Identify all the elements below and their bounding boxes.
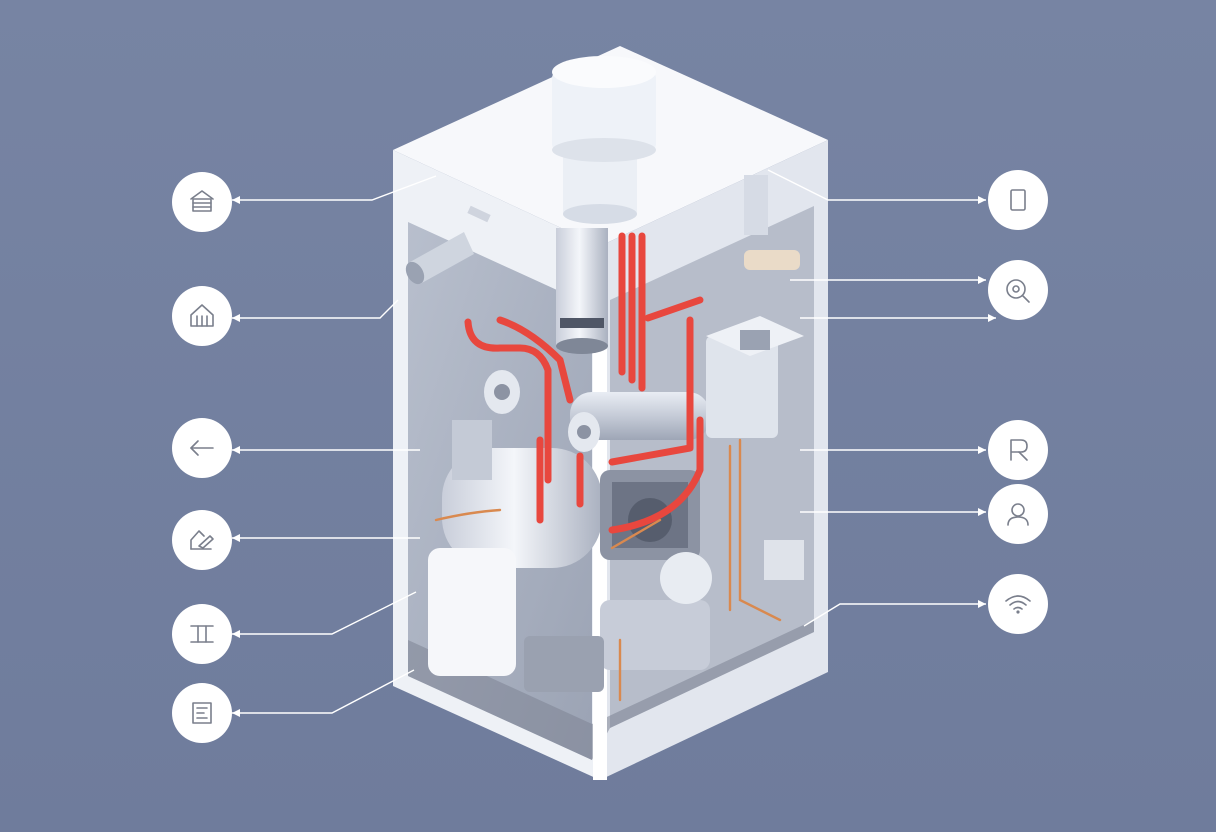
callout-arrowhead-left-1 [232,196,240,204]
wall-bracket [764,540,804,580]
left-callout-lines [232,175,437,717]
badge-radiator-house[interactable] [172,286,232,346]
pillar-icon [190,625,214,643]
callout-arrowhead-right-4 [978,508,986,516]
house-grid-icon [190,190,214,212]
pump-unit [524,552,712,692]
letter-r-icon [1010,439,1028,461]
callout-arrowhead-right-5 [978,600,986,608]
copper-lines [434,438,782,702]
badge-panel-display[interactable] [172,683,232,743]
panel-display-icon [192,702,212,724]
search-target-icon [1006,279,1030,303]
exhaust-pipe [405,232,474,285]
callout-arrowhead-left-2 [232,314,240,322]
callout-line-left-5 [232,591,417,635]
badge-user[interactable] [988,484,1048,544]
hot-water-pipes [464,232,704,534]
badge-wifi[interactable] [988,574,1048,634]
badge-house-grid[interactable] [172,172,232,232]
tablet-icon [1010,189,1026,211]
badge-arrow-left[interactable] [172,418,232,478]
burner-column [556,228,608,354]
front-control-panel [428,548,516,676]
user-icon [1007,503,1029,526]
pen-tool-icon [190,530,214,550]
callout-arrowhead-right-1 [978,196,986,204]
callout-line-right-1 [767,169,986,201]
callout-arrowhead-left-3 [232,446,240,454]
wifi-icon [1005,595,1031,614]
badge-pen-tool[interactable] [172,510,232,570]
radiator-house-icon [190,304,214,327]
callout-line-left-1 [232,175,437,201]
callout-arrowhead-left-4 [232,534,240,542]
right-callout-lines [767,169,996,627]
badge-letter-r[interactable] [988,420,1048,480]
callout-line-right-5 [803,603,986,627]
cabinet-floor [408,620,814,760]
badge-pillar[interactable] [172,604,232,664]
flue-chimney [552,56,656,224]
badge-search-target[interactable] [988,260,1048,320]
vent-slot [467,205,491,223]
callout-arrowhead-right-2b [988,314,996,322]
arrow-left-icon [190,440,214,456]
badge-tablet[interactable] [988,170,1048,230]
callout-arrowhead-left-5 [232,630,240,638]
callout-arrowhead-right-3 [978,446,986,454]
horizontal-cylinder [484,370,710,452]
callout-line-left-2 [232,299,399,319]
callout-arrowhead-right-2a [978,276,986,284]
expansion-vessel [706,175,804,438]
callout-arrowhead-left-6 [232,709,240,717]
main-tank [442,420,602,568]
callout-line-left-6 [232,669,415,714]
